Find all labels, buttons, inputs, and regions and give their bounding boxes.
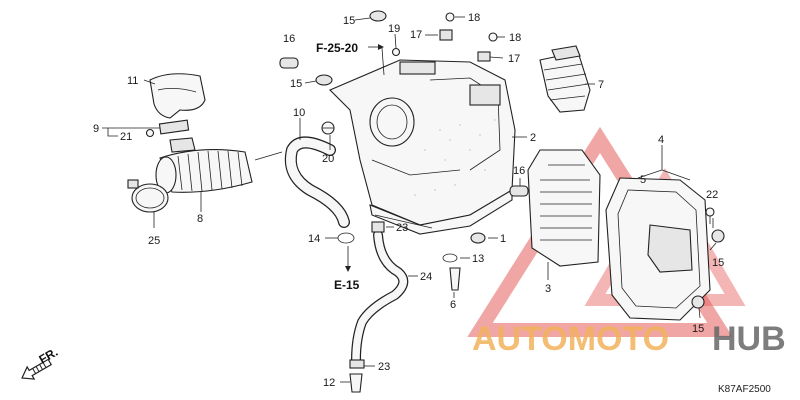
callout-10: 10 bbox=[293, 107, 305, 119]
cross-references: F-25-20 E-15 bbox=[316, 41, 384, 292]
callout-22: 22 bbox=[706, 189, 718, 201]
part-clip[interactable] bbox=[321, 121, 335, 135]
part-air-cleaner-cover[interactable] bbox=[605, 177, 711, 321]
part-small-fasteners[interactable] bbox=[391, 12, 498, 62]
callout-15-bottom: 15 bbox=[692, 323, 704, 335]
part-bracket[interactable] bbox=[145, 119, 190, 138]
part-resonator-cap[interactable] bbox=[149, 73, 206, 119]
watermark-hub: HUB bbox=[712, 320, 786, 358]
callout-14: 14 bbox=[308, 233, 320, 245]
part-rubber-mounts[interactable] bbox=[279, 57, 529, 197]
callout-13: 13 bbox=[472, 253, 484, 265]
direction-label: FR. bbox=[37, 345, 61, 367]
callout-18-left: 18 bbox=[468, 12, 480, 24]
callout-15-right: 15 bbox=[712, 257, 724, 269]
callout-24: 24 bbox=[420, 271, 432, 283]
part-hose-clamp[interactable] bbox=[127, 179, 169, 213]
callout-18-right: 18 bbox=[509, 32, 521, 44]
arrow-icon bbox=[21, 358, 53, 380]
callout-3: 3 bbox=[545, 283, 551, 295]
cross-ref-e-15[interactable]: E-15 bbox=[334, 278, 360, 292]
part-screw[interactable] bbox=[705, 207, 715, 224]
callout-6: 6 bbox=[450, 299, 456, 311]
callout-1: 1 bbox=[500, 233, 506, 245]
callout-19: 19 bbox=[388, 23, 400, 35]
part-intake-duct[interactable] bbox=[155, 137, 253, 194]
callout-16-right: 16 bbox=[513, 165, 525, 177]
callout-16-left: 16 bbox=[283, 33, 295, 45]
part-air-filter[interactable] bbox=[527, 149, 601, 267]
front-direction-indicator: FR. bbox=[21, 345, 61, 380]
part-misc-small[interactable] bbox=[442, 232, 486, 291]
part-drain-plug[interactable] bbox=[349, 373, 363, 393]
callout-11: 11 bbox=[127, 75, 138, 87]
part-breather-hose[interactable] bbox=[284, 136, 350, 228]
callout-21: 21 bbox=[120, 131, 132, 143]
watermark-text: AUTOMOTO HUB bbox=[472, 320, 786, 358]
callout-23-upper: 23 bbox=[396, 222, 408, 234]
part-hose-clip[interactable] bbox=[337, 232, 355, 244]
callout-15-top: 15 bbox=[343, 15, 355, 27]
callout-17-right: 17 bbox=[508, 53, 520, 65]
callout-25: 25 bbox=[148, 235, 160, 247]
callout-5: 5 bbox=[640, 174, 646, 186]
callout-4: 4 bbox=[658, 134, 664, 146]
part-drain-hose[interactable] bbox=[349, 221, 409, 369]
callout-15-left: 15 bbox=[290, 78, 302, 90]
callout-17-left: 17 bbox=[410, 29, 422, 41]
part-grommets[interactable] bbox=[315, 10, 725, 309]
callout-7: 7 bbox=[598, 79, 604, 91]
callout-8: 8 bbox=[197, 213, 203, 225]
part-air-cleaner-housing[interactable] bbox=[329, 59, 516, 235]
callout-labels: 11 9 21 8 25 10 20 2 7 3 4 5 15 15 15 15… bbox=[93, 12, 724, 389]
cross-ref-f-25-20[interactable]: F-25-20 bbox=[316, 41, 358, 55]
callout-2: 2 bbox=[530, 132, 536, 144]
callout-20: 20 bbox=[322, 153, 334, 165]
part-intake-funnel[interactable] bbox=[539, 45, 591, 113]
callout-9: 9 bbox=[93, 123, 99, 135]
callout-23-lower: 23 bbox=[378, 361, 390, 373]
watermark-automoto: AUTOMOTO bbox=[472, 320, 669, 358]
diagram-reference-code: K87AF2500 bbox=[718, 384, 771, 395]
callout-12: 12 bbox=[323, 377, 335, 389]
